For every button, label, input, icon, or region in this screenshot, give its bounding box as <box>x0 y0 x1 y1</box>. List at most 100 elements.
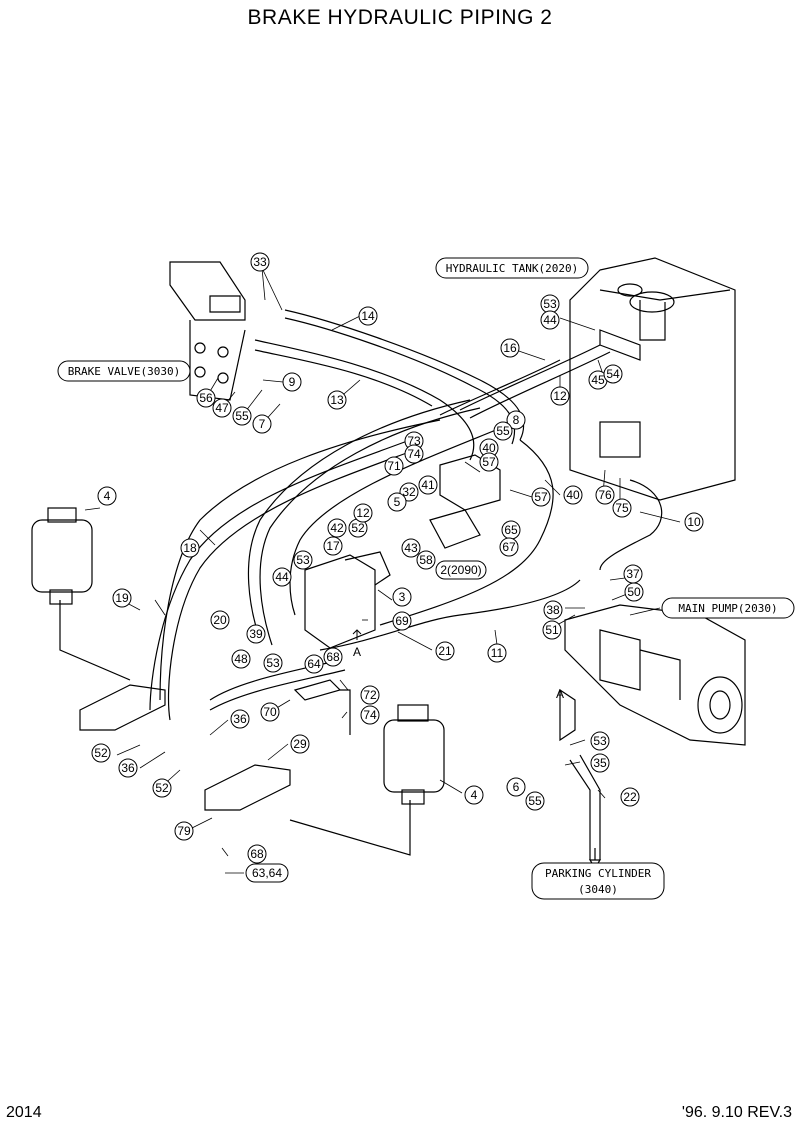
svg-text:43: 43 <box>404 541 418 555</box>
callout-21: 21 <box>435 641 455 661</box>
callout-17: 17 <box>323 536 343 556</box>
label-valve-2090: 2(2090) <box>435 560 487 580</box>
callout-41: 41 <box>418 475 438 495</box>
callout-55b: 55 <box>493 421 513 441</box>
page-number: 2014 <box>6 1104 42 1121</box>
callout-33: 33 <box>250 252 270 272</box>
svg-text:32: 32 <box>402 485 416 499</box>
callout-20: 20 <box>210 610 230 630</box>
svg-text:13: 13 <box>330 393 344 407</box>
callout-4b: 4 <box>464 785 484 805</box>
svg-text:44: 44 <box>543 313 557 327</box>
callout-50: 50 <box>624 582 644 602</box>
svg-text:56: 56 <box>199 391 213 405</box>
svg-text:58: 58 <box>419 553 433 567</box>
callout-38: 38 <box>543 600 563 620</box>
svg-text:55: 55 <box>496 424 510 438</box>
label-main-pump: MAIN PUMP(2030) <box>661 597 795 619</box>
callout-10: 10 <box>684 512 704 532</box>
svg-text:74: 74 <box>407 447 421 461</box>
accumulator-left <box>31 507 93 605</box>
callout-52: 52 <box>348 518 368 538</box>
callout-5: 5 <box>387 492 407 512</box>
callout-19: 19 <box>112 588 132 608</box>
callout-18: 18 <box>180 538 200 558</box>
svg-text:48: 48 <box>234 652 248 666</box>
callout-54: 54 <box>603 364 623 384</box>
callout-67: 67 <box>499 537 519 557</box>
callout-70: 70 <box>260 702 280 722</box>
svg-text:79: 79 <box>177 824 191 838</box>
svg-text:17: 17 <box>326 539 340 553</box>
svg-text:9: 9 <box>289 375 296 389</box>
callout-74b: 74 <box>360 705 380 725</box>
callout-bubbles: 33 14 16 53 44 45 54 12 9 56 47 55 7 13 … <box>91 252 704 883</box>
svg-text:55: 55 <box>528 794 542 808</box>
svg-text:18: 18 <box>183 541 197 555</box>
svg-text:37: 37 <box>626 567 640 581</box>
svg-text:53: 53 <box>593 734 607 748</box>
callout-52c: 52 <box>152 778 172 798</box>
svg-text:35: 35 <box>593 756 607 770</box>
callout-72: 72 <box>360 685 380 705</box>
svg-text:36: 36 <box>121 761 135 775</box>
svg-text:53: 53 <box>266 656 280 670</box>
callout-12: 12 <box>550 386 570 406</box>
svg-text:54: 54 <box>606 367 620 381</box>
callout-55c: 55 <box>525 791 545 811</box>
callout-69: 69 <box>392 611 412 631</box>
callout-47: 47 <box>212 398 232 418</box>
svg-text:14: 14 <box>361 309 375 323</box>
svg-text:21: 21 <box>438 644 452 658</box>
svg-text:HYDRAULIC TANK(2020): HYDRAULIC TANK(2020) <box>446 262 578 275</box>
svg-text:51: 51 <box>545 623 559 637</box>
callout-12b: 12 <box>353 503 373 523</box>
svg-text:BRAKE VALVE(3030): BRAKE VALVE(3030) <box>68 365 181 378</box>
callout-39: 39 <box>246 624 266 644</box>
svg-text:8: 8 <box>513 413 520 427</box>
svg-text:2(2090): 2(2090) <box>440 563 481 577</box>
callout-37: 37 <box>623 564 643 584</box>
svg-text:41: 41 <box>421 478 435 492</box>
callout-14: 14 <box>358 306 378 326</box>
svg-text:22: 22 <box>623 790 637 804</box>
svg-text:68: 68 <box>326 650 340 664</box>
callout-7: 7 <box>252 414 272 434</box>
svg-text:52: 52 <box>94 746 108 760</box>
callout-22: 22 <box>620 787 640 807</box>
svg-text:76: 76 <box>598 488 612 502</box>
svg-text:57: 57 <box>534 490 548 504</box>
callout-45: 45 <box>588 370 608 390</box>
callout-35: 35 <box>590 753 610 773</box>
svg-text:39: 39 <box>249 627 263 641</box>
svg-text:57: 57 <box>482 455 496 469</box>
svg-text:75: 75 <box>615 501 629 515</box>
svg-text:12: 12 <box>553 389 567 403</box>
callout-52b: 52 <box>91 743 111 763</box>
svg-text:7: 7 <box>259 417 266 431</box>
label-view-a: A A <box>352 629 564 701</box>
revision-date: '96. 9.10 REV.3 <box>681 1104 792 1121</box>
callout-36: 36 <box>230 709 250 729</box>
accumulator-right <box>383 704 445 805</box>
label-hydraulic-tank: HYDRAULIC TANK(2020) <box>435 257 589 279</box>
callout-48: 48 <box>231 649 251 669</box>
callout-4: 4 <box>97 486 117 506</box>
svg-text:6: 6 <box>513 780 520 794</box>
svg-text:52: 52 <box>351 521 365 535</box>
callout-57b: 57 <box>531 487 551 507</box>
callout-43: 43 <box>401 538 421 558</box>
svg-text:53: 53 <box>543 297 557 311</box>
svg-text:71: 71 <box>387 459 401 473</box>
svg-text:11: 11 <box>491 646 504 660</box>
svg-text:63,64: 63,64 <box>252 866 282 880</box>
hydraulic-tank <box>569 257 736 501</box>
svg-text:53: 53 <box>296 553 310 567</box>
callout-36b: 36 <box>118 758 138 778</box>
callout-68b: 68 <box>247 844 267 864</box>
callout-53: 53 <box>540 294 560 314</box>
svg-text:72: 72 <box>363 688 377 702</box>
callout-68: 68 <box>323 647 343 667</box>
callout-53b: 53 <box>293 550 313 570</box>
